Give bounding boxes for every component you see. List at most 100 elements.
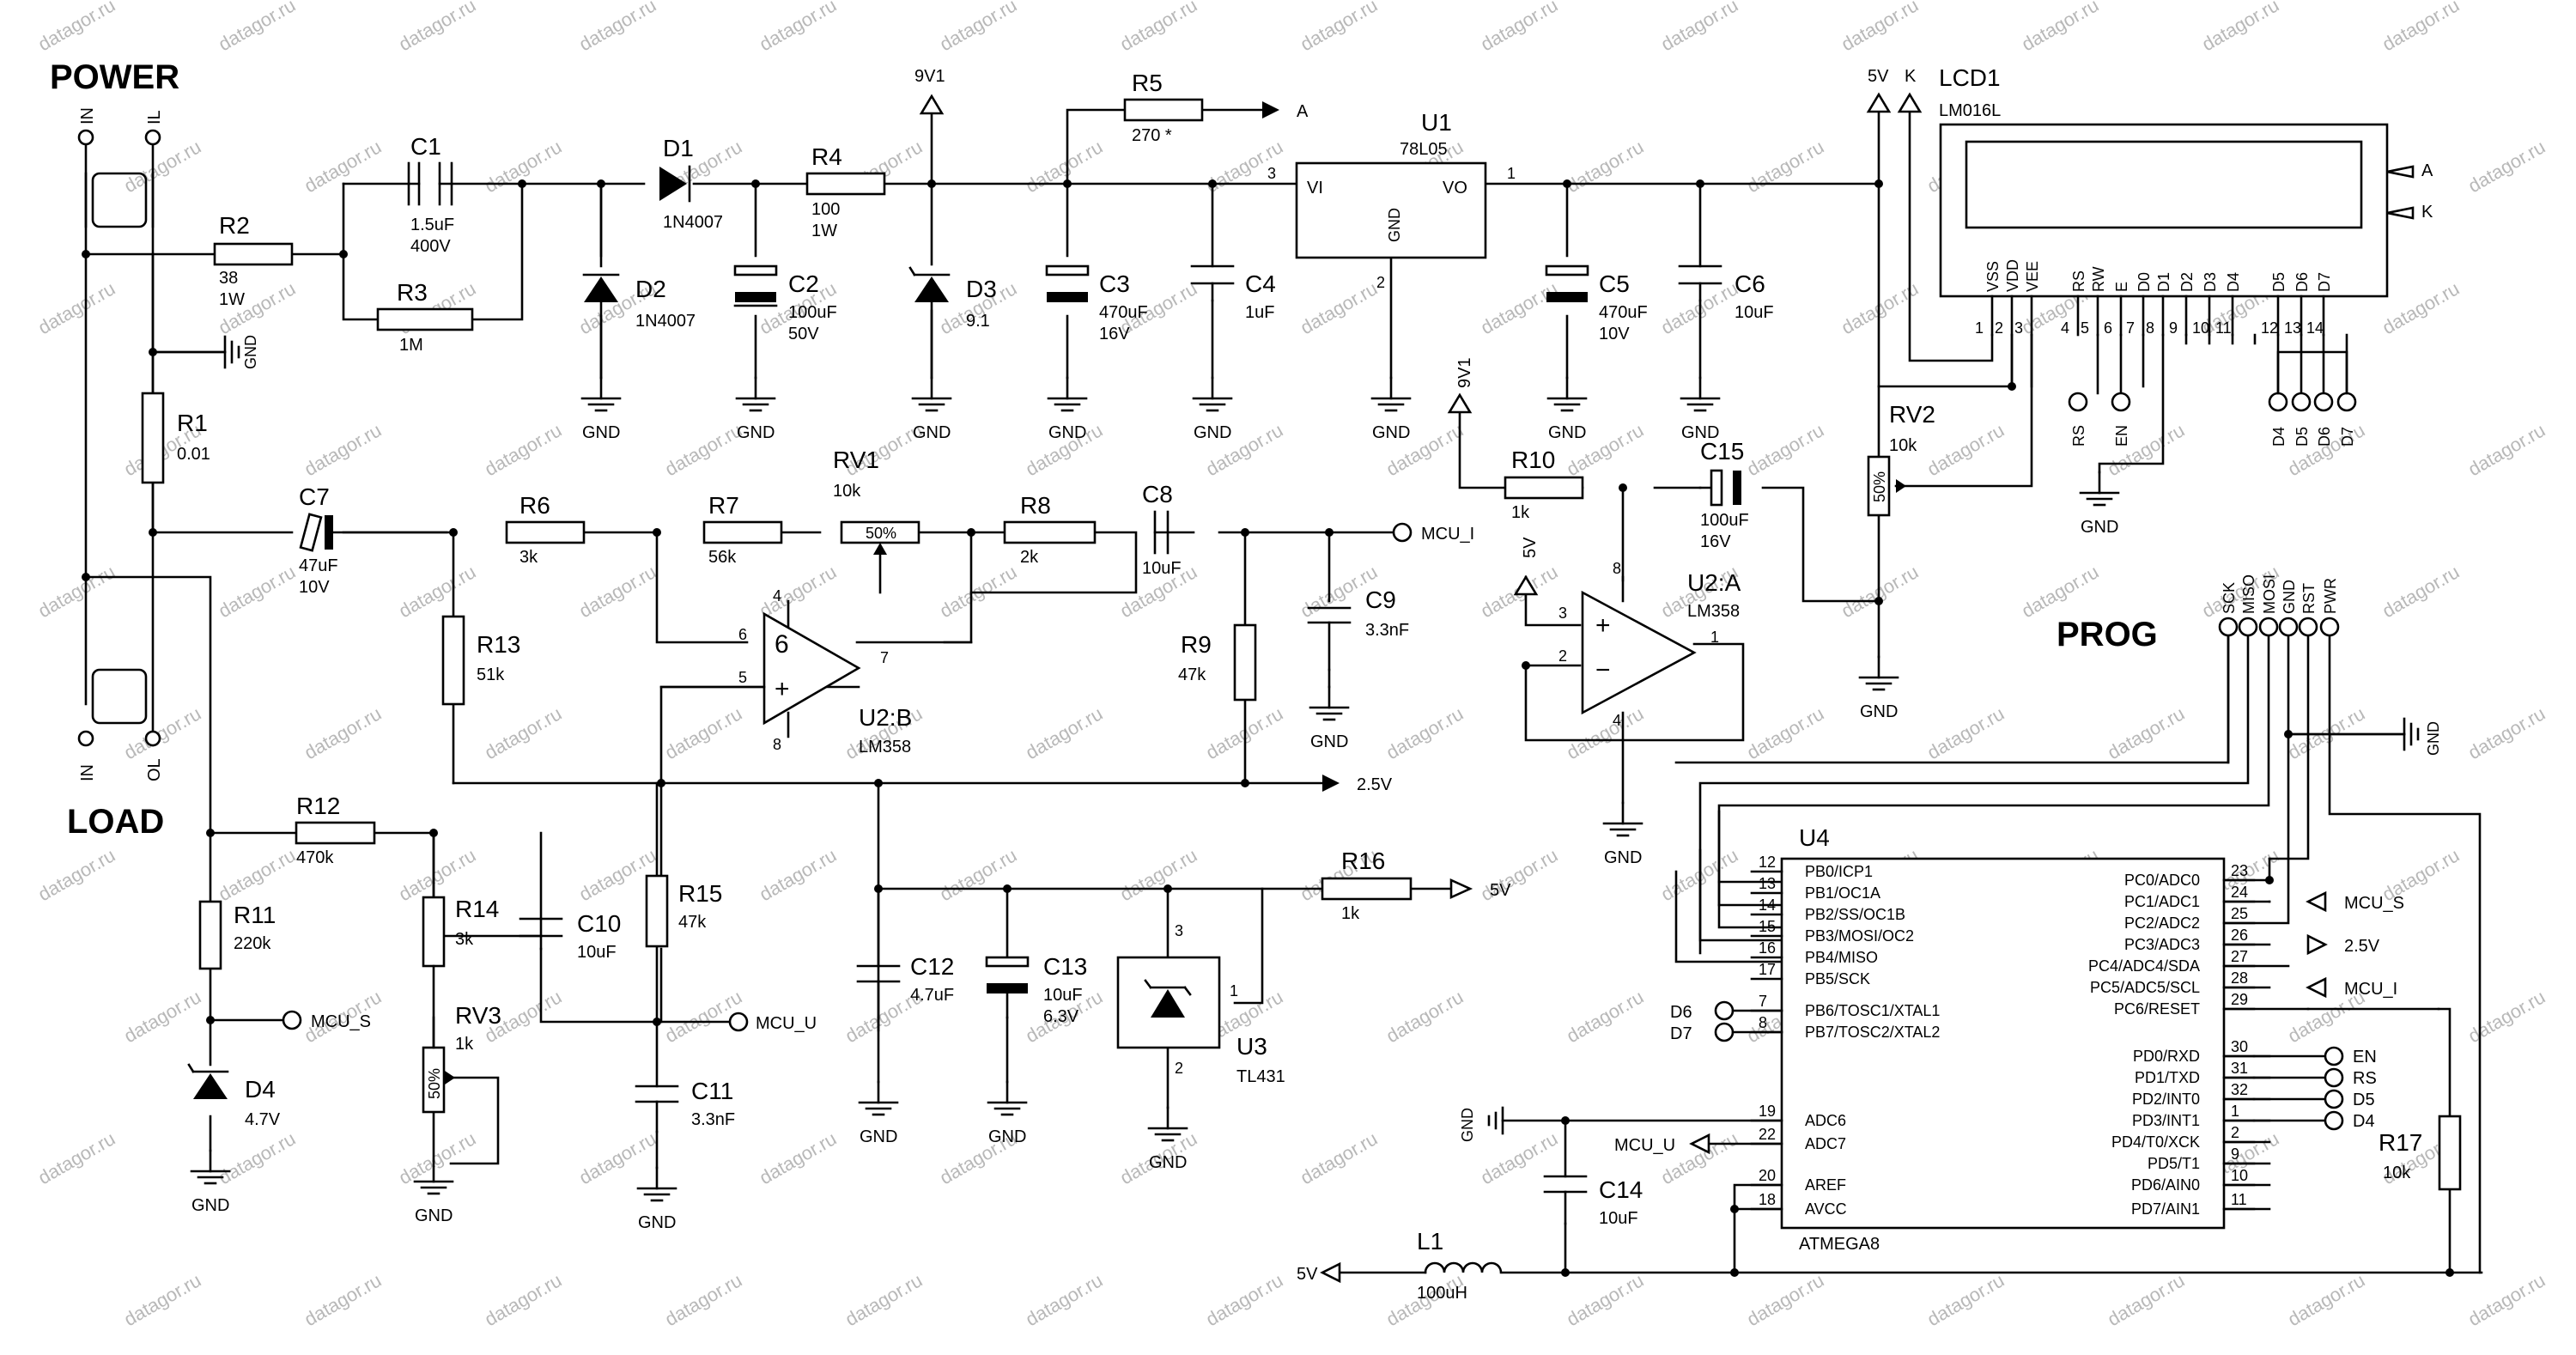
mcu-pin-number: 2	[2231, 1124, 2239, 1141]
svg-text:GND: GND	[1459, 1108, 1476, 1142]
component-rv2: RV2 10k 50%	[1867, 401, 1935, 517]
watermark-text: datagor.ru	[2018, 0, 2102, 55]
lcd-module: LCD1 LM016L 5V K A K VSS1VDD2VEE3RS4RW5E…	[1866, 64, 2433, 447]
mcu-ext-label: D4	[2353, 1112, 2375, 1131]
svg-text:−: −	[1595, 656, 1611, 684]
svg-text:5V: 5V	[1868, 67, 1889, 86]
lcd-pin-number: 1	[1975, 319, 1984, 337]
svg-text:47k: 47k	[678, 913, 707, 932]
lcd-pin-number: 14	[2306, 319, 2324, 337]
svg-text:R8: R8	[1020, 492, 1051, 519]
component-c14: C14 10uF	[1543, 1175, 1643, 1228]
mcu-pin-name: PB6/TOSC1/XTAL1	[1805, 1002, 1940, 1019]
gnd-label: GND	[1604, 848, 1642, 867]
component-c13: C13 10uF 6.3V	[985, 953, 1087, 1026]
watermark-text: datagor.ru	[34, 1127, 118, 1188]
mcu-pin-number: 24	[2231, 884, 2248, 901]
mcu-pin-number: 13	[1759, 875, 1776, 892]
prog-pin-label: GND	[2281, 580, 2298, 614]
svg-text:C10: C10	[577, 910, 621, 937]
gnd-label: GND	[1310, 732, 1348, 751]
mcu-pin-name: PB1/OC1A	[1805, 884, 1880, 902]
svg-text:MCU_S: MCU_S	[2344, 894, 2404, 913]
component-c10: C10 10uF	[519, 831, 621, 962]
svg-text:1: 1	[1507, 165, 1516, 182]
svg-text:K: K	[1905, 67, 1917, 86]
net-mcu-s: MCU_S	[282, 1010, 371, 1031]
svg-text:C5: C5	[1599, 270, 1630, 297]
watermark-text: datagor.ru	[1202, 1269, 1286, 1330]
svg-text:U1: U1	[1421, 109, 1452, 136]
watermark-text: datagor.ru	[661, 419, 745, 480]
svg-text:R3: R3	[397, 279, 428, 306]
watermark-text: datagor.ru	[1382, 702, 1467, 763]
watermark-text: datagor.ru	[1477, 277, 1561, 338]
lcd-pin-label: RS	[2070, 270, 2087, 292]
svg-text:C2: C2	[788, 270, 819, 297]
watermark-text: datagor.ru	[1116, 0, 1200, 55]
svg-text:10uF: 10uF	[1735, 303, 1774, 322]
svg-text:VO: VO	[1443, 179, 1467, 197]
svg-text:5V: 5V	[1490, 881, 1511, 900]
svg-text:R17: R17	[2379, 1129, 2422, 1156]
mcu-left-externals: D6 D7 GND MCU_U	[1459, 1000, 1783, 1155]
svg-text:4.7V: 4.7V	[245, 1110, 281, 1129]
component-r3: R3 1M	[376, 279, 474, 355]
watermark-text: datagor.ru	[756, 0, 840, 55]
lcd-pin-label: RW	[2090, 266, 2107, 292]
svg-text:D1: D1	[663, 135, 694, 161]
component-r13: R13 51k	[441, 615, 520, 706]
component-r14: R14 3k	[422, 896, 499, 968]
mcu-ref: U4	[1799, 824, 1830, 851]
svg-text:C1: C1	[410, 133, 441, 160]
svg-text:GND: GND	[1386, 208, 1403, 242]
svg-text:MCU_U: MCU_U	[1614, 1136, 1675, 1155]
watermark-text: datagor.ru	[2464, 136, 2549, 197]
svg-text:LM358: LM358	[1687, 602, 1740, 621]
gnd-label: GND	[1194, 423, 1231, 442]
net-9v1-top: 9V1	[914, 67, 945, 115]
svg-text:3: 3	[1267, 165, 1276, 182]
lcd-terminal-label: RS	[2070, 425, 2087, 447]
watermark-text: datagor.ru	[1923, 419, 2008, 480]
svg-text:A: A	[2421, 161, 2433, 180]
lcd-pin-number: 3	[2014, 319, 2023, 337]
watermark-text: datagor.ru	[2104, 702, 2188, 763]
watermark-text: datagor.ru	[2018, 561, 2102, 622]
svg-text:10uF: 10uF	[1599, 1209, 1638, 1228]
watermark-text: datagor.ru	[301, 1269, 385, 1330]
lcd-pin-number: 11	[2215, 319, 2232, 337]
watermark-text: datagor.ru	[301, 419, 385, 480]
power-heading: POWER	[50, 58, 179, 96]
svg-text:10V: 10V	[299, 578, 330, 597]
svg-text:1M: 1M	[399, 336, 423, 355]
watermark-text: datagor.ru	[661, 1269, 745, 1330]
component-c2: C2 100uF 50V	[733, 264, 837, 343]
svg-text:10uF: 10uF	[1142, 559, 1182, 578]
svg-text:47uF: 47uF	[299, 556, 338, 575]
svg-text:RV2: RV2	[1889, 401, 1935, 428]
svg-text:3.3nF: 3.3nF	[1365, 621, 1409, 640]
watermark-text: datagor.ru	[34, 0, 118, 55]
lcd-pin-label: D2	[2178, 272, 2196, 292]
watermark-text: datagor.ru	[1297, 1127, 1381, 1188]
mcu-pin-name: PB4/MISO	[1805, 949, 1878, 966]
lcd-pin-number: 12	[2261, 319, 2278, 337]
svg-text:MCU_S: MCU_S	[311, 1012, 371, 1031]
mcu-pin-number: 17	[1759, 961, 1776, 978]
prog-pin-label: RST	[2300, 583, 2318, 614]
watermark-text: datagor.ru	[120, 1269, 204, 1330]
mcu-pin-name: PD4/T0/XCK	[2111, 1133, 2200, 1151]
svg-text:R15: R15	[678, 880, 722, 907]
mcu-pin-name: PC6/RESET	[2114, 1000, 2200, 1018]
mcu-pin-name: PB7/TOSC2/XTAL2	[1805, 1024, 1940, 1041]
watermark-text: datagor.ru	[1657, 0, 1741, 55]
lcd-pin-number: 9	[2169, 319, 2178, 337]
gnd-label: GND	[860, 1127, 897, 1146]
watermark-text: datagor.ru	[120, 702, 204, 763]
component-c9: C9 3.3nF	[1307, 586, 1409, 671]
svg-text:C15: C15	[1700, 438, 1744, 465]
